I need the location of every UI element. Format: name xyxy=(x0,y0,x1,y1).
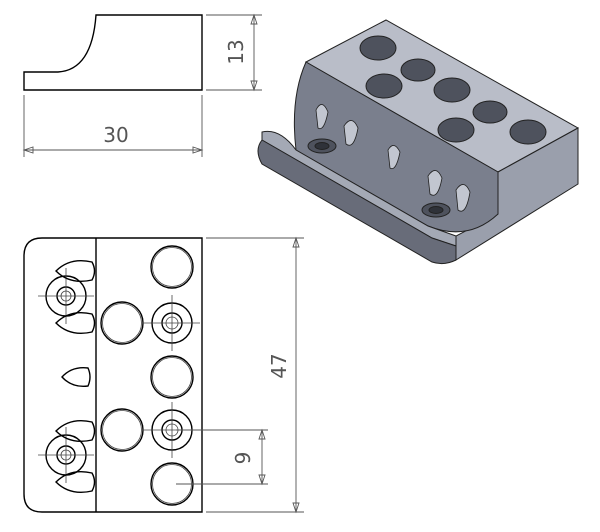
isometric-view xyxy=(257,19,580,265)
teardrop-features xyxy=(55,259,96,494)
front-view: 47 9 xyxy=(23,236,304,514)
dim-9-label: 9 xyxy=(231,452,255,465)
top-view-profile xyxy=(23,14,203,91)
large-holes-middle xyxy=(100,301,144,452)
front-view-outline xyxy=(23,237,203,513)
counterbore-upper xyxy=(38,268,94,324)
iso-top-holes xyxy=(359,35,547,145)
top-view: 30 13 xyxy=(22,13,262,157)
iso-ledge-counterbores xyxy=(307,138,451,218)
iso-ledge-front xyxy=(257,139,457,265)
dim-47-label: 47 xyxy=(267,353,291,378)
dim-13-label: 13 xyxy=(224,39,248,64)
holes-right xyxy=(144,245,200,506)
dim-30-label: 30 xyxy=(103,123,128,147)
iso-ledge-top xyxy=(261,130,457,247)
iso-teardrops xyxy=(315,104,471,212)
counterbore-lower xyxy=(38,427,94,483)
